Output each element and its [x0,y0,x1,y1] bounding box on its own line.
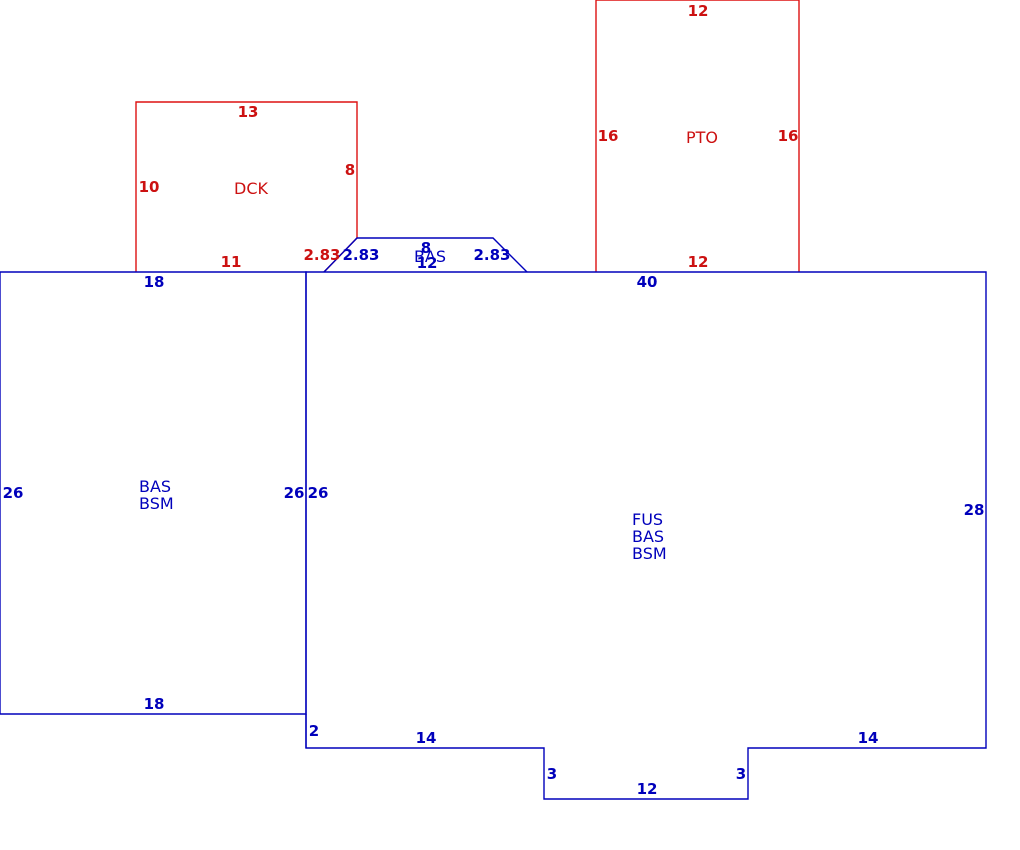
main-dim-notch-bottom: 12 [637,780,658,798]
bay-dim-top: 8 [421,239,431,257]
patio-label: PTO [686,128,718,147]
patio-outline [595,0,800,272]
deck-dim-bottom: 11 [221,253,242,271]
patio-dim-bottom: 12 [688,253,709,271]
bay-dim-right-slant: 2.83 [473,246,510,264]
left-dim-right: 26 [284,484,305,502]
main-dim-right: 28 [964,501,985,519]
patio-dim-top: 12 [688,2,709,20]
bay-outline [323,237,528,273]
bay-label: BAS [414,247,446,266]
main-dim-left: 26 [308,484,329,502]
patio-dim-left: 16 [598,127,619,145]
left-label-2: BSM [139,494,174,513]
patio-dim-right: 16 [778,127,799,145]
main-dim-notch-left: 3 [547,765,557,783]
deck-dim-top: 13 [238,103,259,121]
deck-dim-slant: 2.83 [303,246,340,264]
main-label-3: BSM [632,544,667,563]
bay-dim-bottom: 12 [417,254,438,272]
deck-label: DCK [234,179,268,198]
main-dim-bottom-left: 14 [416,729,437,747]
deck-dim-right: 8 [345,161,355,179]
left-label-1: BAS [139,477,171,496]
left-dim-bottom: 18 [144,695,165,713]
bay-dim-left-slant: 2.83 [342,246,379,264]
main-dim-top: 40 [637,273,658,291]
main-dim-step: 2 [309,722,319,740]
main-label-1: FUS [632,510,663,529]
main-dim-bottom-right: 14 [858,729,879,747]
left-dim-top: 18 [144,273,165,291]
main-label-2: BAS [632,527,664,546]
left-dim-left: 26 [3,484,24,502]
main-dim-notch-right: 3 [736,765,746,783]
main-house-outline [305,271,987,800]
deck-dim-left: 10 [139,178,160,196]
